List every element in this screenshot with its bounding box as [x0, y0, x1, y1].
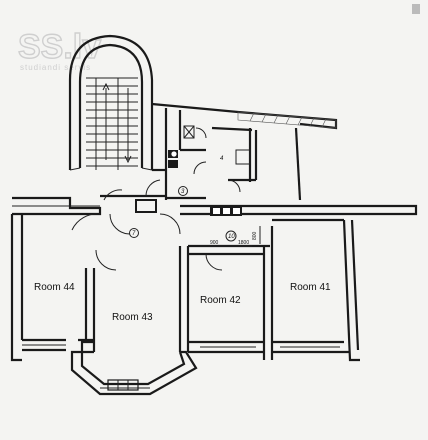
room-42-label: Room 42: [200, 295, 241, 306]
north-wing-walls: [151, 102, 338, 201]
main-walls: [12, 179, 418, 235]
dimension-1800: 1800: [238, 240, 249, 246]
watermark-logo: SS.lv: [18, 28, 101, 66]
watermark-tagline: studiandi servis: [20, 63, 91, 72]
stair-treads: [86, 77, 138, 170]
dimension-900: 900: [210, 240, 219, 246]
bath-fixture: [183, 125, 195, 139]
room-43-label: Room 43: [112, 312, 153, 323]
stairwell: [68, 34, 154, 171]
duct: [135, 199, 157, 213]
marker-7: 7: [132, 231, 136, 237]
dimension-800: 800: [252, 231, 258, 240]
marker-10: 10: [228, 234, 235, 240]
room-44-label: Room 44: [34, 282, 75, 293]
bay-window: [107, 379, 139, 391]
stove-fixture: [235, 149, 251, 165]
room-41-label: Room 41: [290, 282, 331, 293]
room-42-walls: [188, 226, 274, 360]
marker-4: 4: [220, 156, 224, 162]
corner-mark: [412, 4, 420, 14]
room-44-walls: [10, 214, 117, 362]
marker-3: 3: [181, 189, 185, 195]
room-41-walls: [272, 218, 360, 362]
room-43-walls: [70, 246, 198, 396]
